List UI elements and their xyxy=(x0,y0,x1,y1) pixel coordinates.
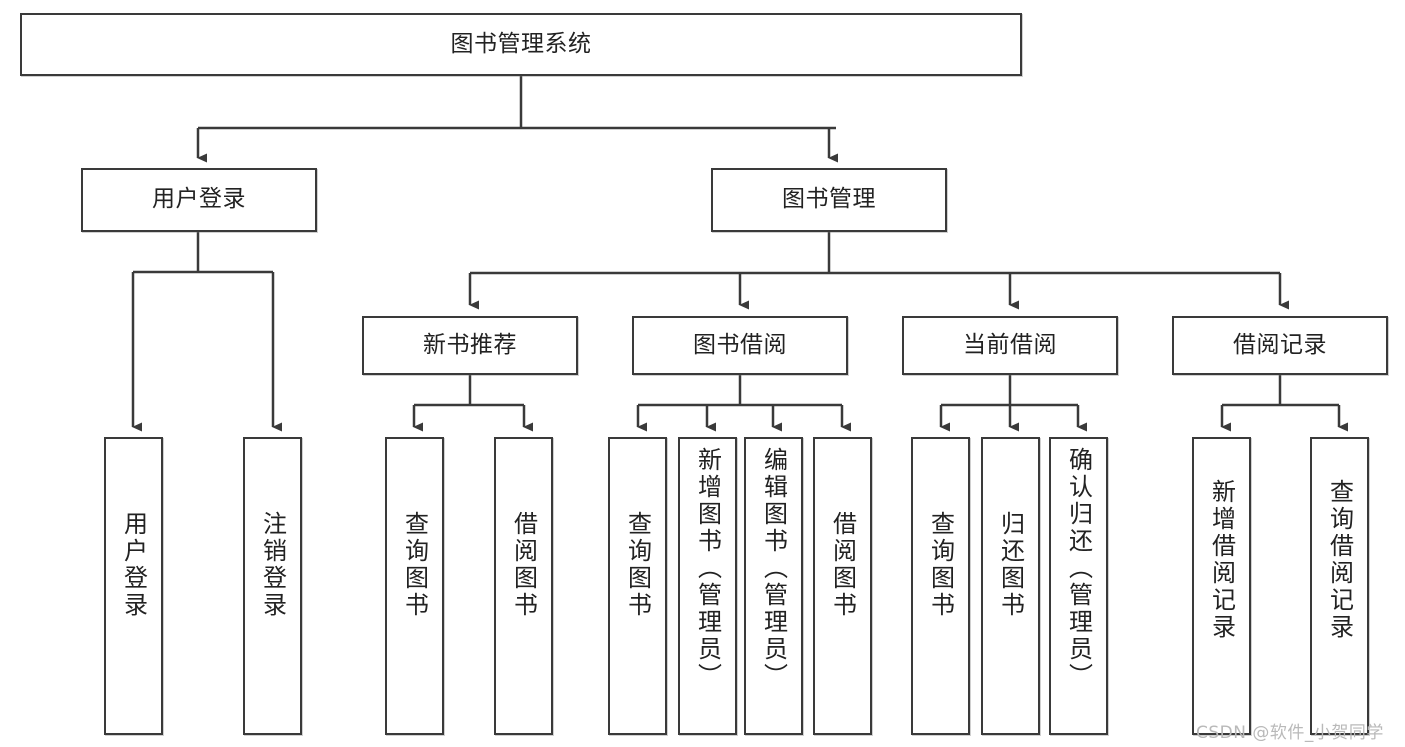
node-leaf-confirm-return[interactable]: 确认归还（管理员） xyxy=(1049,437,1108,735)
node-leaf-user-logout[interactable]: 注销登录 xyxy=(243,437,302,735)
csdn-watermark: CSDN @软件_小贺同学 xyxy=(1196,723,1384,743)
node-leaf-add-record-label: 新增借阅记录 xyxy=(1207,479,1236,641)
node-leaf-borrow-book-2[interactable]: 借阅图书 xyxy=(813,437,872,735)
node-leaf-return-book-label: 归还图书 xyxy=(996,511,1025,619)
node-borrow-record[interactable]: 借阅记录 xyxy=(1172,316,1388,375)
node-leaf-user-login[interactable]: 用户登录 xyxy=(104,437,163,735)
node-leaf-user-logout-label: 注销登录 xyxy=(258,511,287,619)
node-leaf-add-book-label: 新增图书（管理员） xyxy=(693,447,722,690)
node-leaf-query-book-3[interactable]: 查询图书 xyxy=(911,437,970,735)
node-leaf-borrow-book-2-label: 借阅图书 xyxy=(828,511,857,619)
node-leaf-edit-book[interactable]: 编辑图书（管理员） xyxy=(744,437,803,735)
node-leaf-return-book[interactable]: 归还图书 xyxy=(981,437,1040,735)
node-book-manage-label: 图书管理 xyxy=(782,186,876,213)
node-leaf-borrow-book-1-label: 借阅图书 xyxy=(509,511,538,619)
node-book-manage[interactable]: 图书管理 xyxy=(711,168,947,232)
node-leaf-query-book-2-label: 查询图书 xyxy=(623,511,652,619)
node-book-borrow[interactable]: 图书借阅 xyxy=(632,316,848,375)
node-root-label: 图书管理系统 xyxy=(450,30,592,57)
node-book-borrow-label: 图书借阅 xyxy=(693,331,787,358)
node-current-borrow-label: 当前借阅 xyxy=(963,331,1057,358)
node-leaf-user-login-label: 用户登录 xyxy=(119,511,148,619)
node-leaf-query-record-label: 查询借阅记录 xyxy=(1325,479,1354,641)
node-leaf-query-record[interactable]: 查询借阅记录 xyxy=(1310,437,1369,735)
node-leaf-borrow-book-1[interactable]: 借阅图书 xyxy=(494,437,553,735)
node-user-login-label: 用户登录 xyxy=(152,186,246,213)
node-new-book-rec[interactable]: 新书推荐 xyxy=(362,316,578,375)
node-borrow-record-label: 借阅记录 xyxy=(1233,331,1327,358)
node-leaf-query-book-1[interactable]: 查询图书 xyxy=(385,437,444,735)
node-current-borrow[interactable]: 当前借阅 xyxy=(902,316,1118,375)
node-leaf-query-book-1-label: 查询图书 xyxy=(400,511,429,619)
node-leaf-query-book-2[interactable]: 查询图书 xyxy=(608,437,667,735)
node-leaf-confirm-return-label: 确认归还（管理员） xyxy=(1064,447,1093,690)
node-leaf-add-record[interactable]: 新增借阅记录 xyxy=(1192,437,1251,735)
node-user-login[interactable]: 用户登录 xyxy=(81,168,317,232)
node-root[interactable]: 图书管理系统 xyxy=(20,13,1022,76)
node-leaf-edit-book-label: 编辑图书（管理员） xyxy=(759,447,788,690)
node-leaf-add-book[interactable]: 新增图书（管理员） xyxy=(678,437,737,735)
node-leaf-query-book-3-label: 查询图书 xyxy=(926,511,955,619)
node-new-book-rec-label: 新书推荐 xyxy=(423,331,517,358)
